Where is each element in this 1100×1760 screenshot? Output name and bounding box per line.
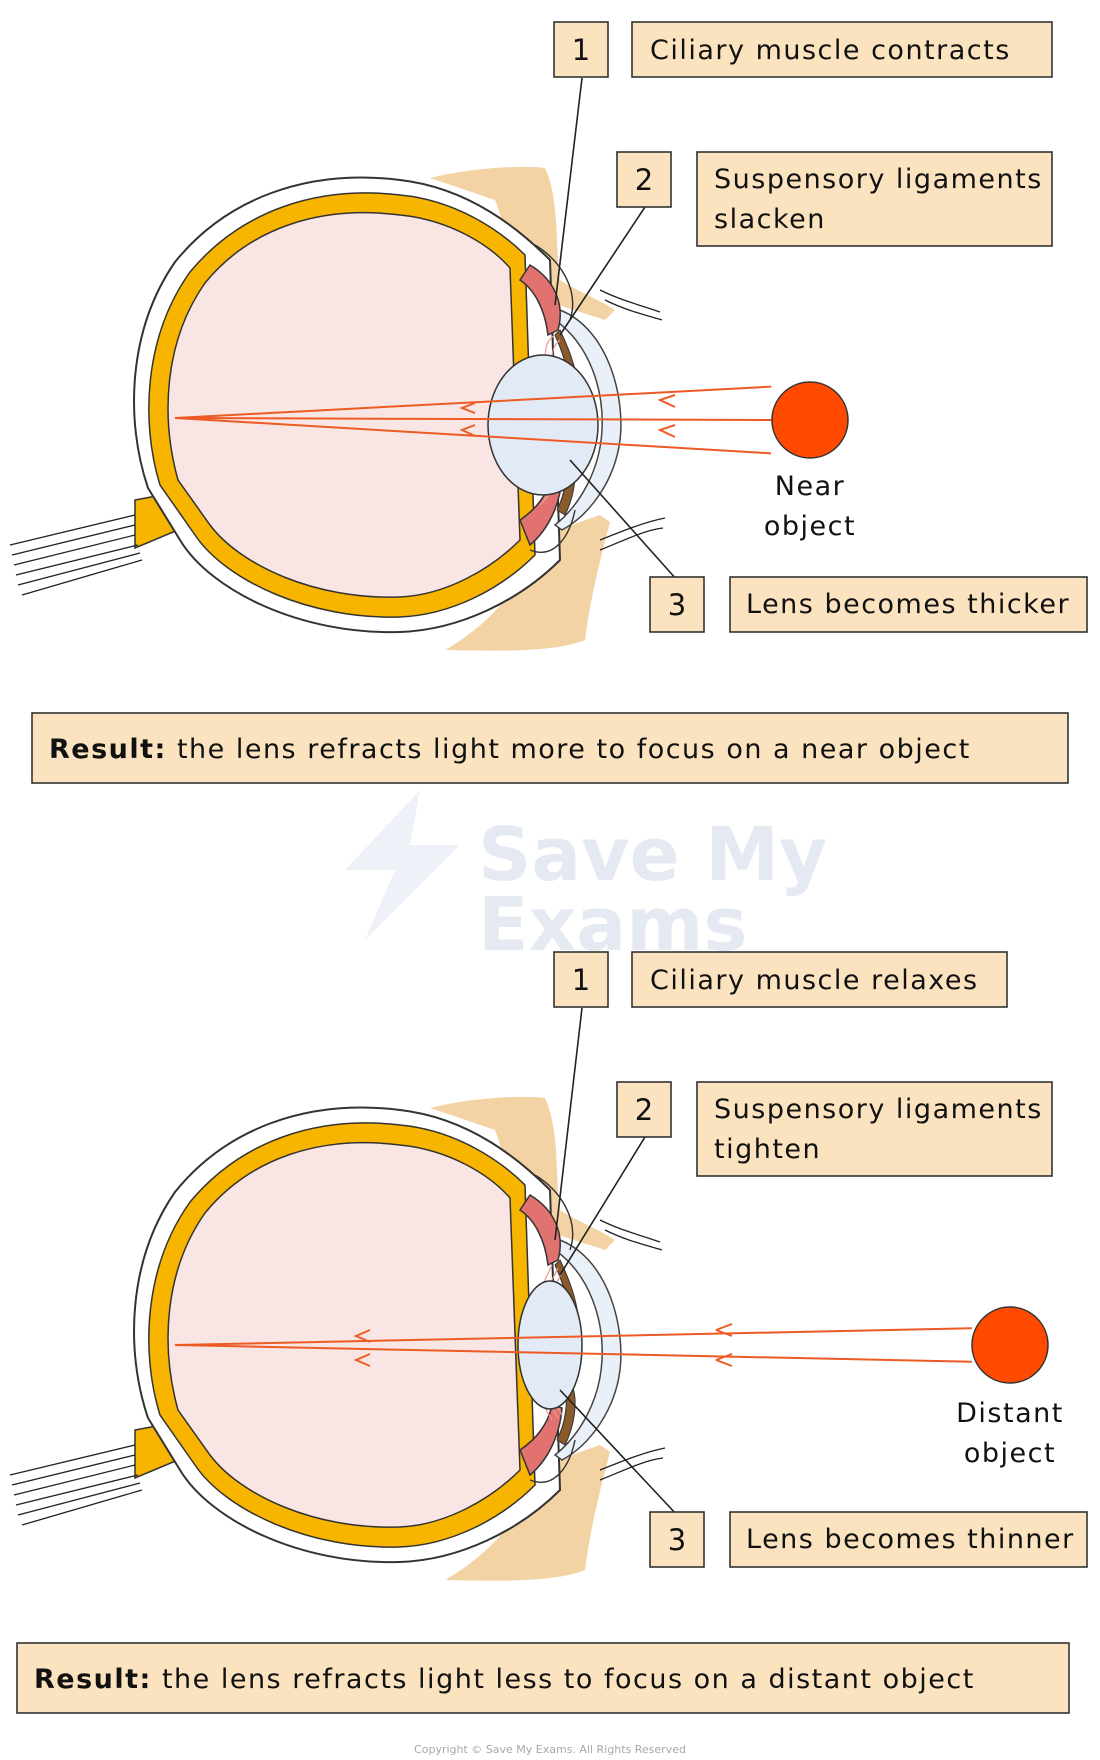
callout-number-2: 2: [635, 163, 653, 197]
light-ray-lower-distant: [174, 1344, 972, 1363]
panel-near-focus: Near object 1 Ciliary muscle contracts 2…: [9, 21, 1088, 784]
distant-object-circle: [971, 1306, 1049, 1384]
panel-distant-focus: Distant object 1 Ciliary muscle relaxes …: [9, 951, 1088, 1714]
distant-object-label-line-1: Distant: [956, 1398, 1064, 1429]
distant-object-label-line-2: object: [964, 1438, 1056, 1469]
callout-label-ligaments-line-1: Suspensory ligaments: [714, 164, 1043, 195]
pointer-2: [559, 206, 646, 336]
callout-number-box-2-distant: [616, 1081, 672, 1138]
pointer-1-distant: [554, 1007, 583, 1241]
callout-number-1-distant: 1: [572, 963, 590, 997]
callout-number-1: 1: [572, 33, 590, 67]
near-object-label-line-2: object: [764, 511, 856, 542]
result-text-distant: Result: the lens refracts light less to …: [34, 1664, 975, 1695]
pointer-1: [554, 77, 583, 306]
near-object-circle: [771, 381, 849, 459]
result-detail-near: the lens refracts light more to focus on…: [167, 734, 971, 765]
callout-label-box-1: [631, 21, 1053, 78]
pointer-3: [569, 459, 678, 581]
watermark: Save My Exams: [345, 790, 827, 968]
callout-label-box-3-distant: [729, 1511, 1088, 1568]
ray-arrows: [459, 394, 676, 438]
result-label-near: Result:: [49, 734, 167, 765]
near-object-label-line-1: Near: [775, 471, 845, 502]
result-box-distant: [16, 1642, 1070, 1714]
watermark-line-1: Save My: [478, 812, 827, 898]
callout-number-3: 3: [668, 588, 686, 622]
copyright-text: Copyright © Save My Exams. All Rights Re…: [414, 1743, 686, 1756]
callout-label-ligaments-line-1-distant: Suspensory ligaments: [714, 1094, 1043, 1125]
callout-number-3-distant: 3: [668, 1523, 686, 1557]
callout-label-box-3: [729, 576, 1088, 633]
callout-label-ciliary-muscle: Ciliary muscle contracts: [650, 35, 1011, 66]
callout-label-box-1-distant: [631, 951, 1008, 1008]
pointer-3-distant: [559, 1389, 678, 1516]
callout-label-box-2: [696, 151, 1053, 247]
callout-number-box-1: [553, 21, 609, 78]
result-label-distant: Result:: [34, 1664, 152, 1695]
result-text-near: Result: the lens refracts light more to …: [49, 734, 971, 765]
callout-number-box-3-distant: [649, 1511, 705, 1568]
result-box-near: [31, 712, 1069, 784]
light-ray-top: [174, 417, 773, 421]
light-ray-upper-distant: [174, 1327, 972, 1346]
callout-label-ciliary-muscle-distant: Ciliary muscle relaxes: [650, 965, 979, 996]
callout-number-2-distant: 2: [635, 1093, 653, 1127]
callout-label-lens: Lens becomes thicker: [746, 589, 1070, 620]
callout-label-ligaments-line-2-distant: tighten: [714, 1134, 821, 1165]
pointer-2-distant: [559, 1136, 646, 1276]
light-ray-upper: [174, 385, 772, 419]
callout-number-box-3: [649, 576, 705, 633]
callout-number-box-2: [616, 151, 672, 208]
callout-number-box-1-distant: [553, 951, 609, 1008]
result-detail-distant: the lens refracts light less to focus on…: [152, 1664, 975, 1695]
lens-thin: [517, 1280, 583, 1410]
callout-label-lens-distant: Lens becomes thinner: [746, 1524, 1075, 1555]
ray-arrows-distant: [353, 1323, 733, 1367]
callout-label-box-2-distant: [696, 1081, 1053, 1177]
callout-label-ligaments-line-2: slacken: [714, 204, 826, 235]
